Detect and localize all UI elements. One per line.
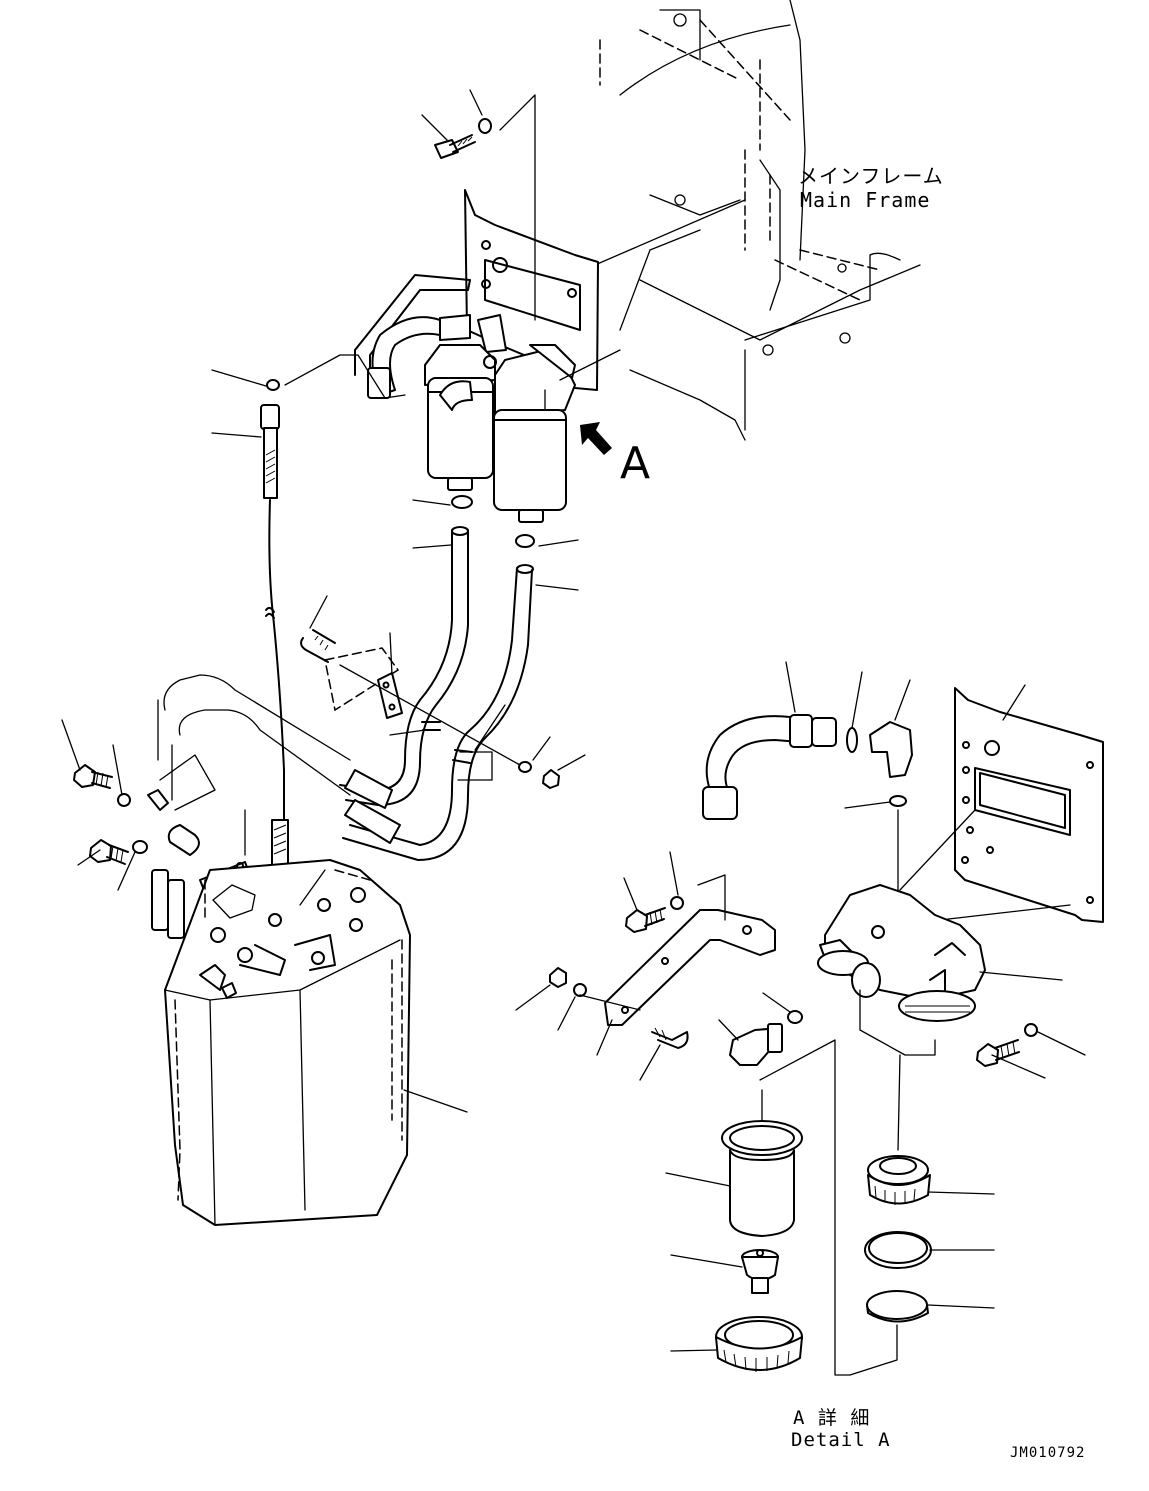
detail-element-and-seals (850, 1156, 994, 1375)
view-arrow-a (580, 422, 612, 455)
level-sensor-rod (212, 355, 405, 910)
detail-right-bolt (977, 1024, 1085, 1078)
detail-label-en: Detail A (791, 1429, 891, 1451)
detail-retaining-ring (671, 1317, 802, 1372)
hose-clip-and-plate (301, 596, 585, 788)
detail-hose-and-elbow (703, 662, 912, 890)
detail-label-jp: A 詳 細 (793, 1407, 871, 1429)
fuel-hoses (158, 496, 534, 860)
dual-fuel-filter (425, 345, 575, 522)
detail-drain-valve (671, 1250, 778, 1293)
detail-bracket (516, 852, 775, 1080)
view-arrow-label: A (620, 438, 651, 489)
detail-filter-head (818, 885, 1062, 1150)
detail-mounting-plate (900, 685, 1103, 922)
drawing-number: JM010792 (1010, 1445, 1086, 1461)
detail-filter-bowl (666, 1090, 802, 1236)
top-bolt-and-washer (422, 90, 535, 320)
misc-leader-lines (413, 350, 620, 590)
main-frame-label-en: Main Frame (800, 188, 931, 212)
main-frame-label-jp: メインフレーム (798, 164, 944, 188)
fuel-tank (165, 860, 467, 1225)
main-frame-outline (595, 0, 920, 440)
detail-elbow-fitting (719, 993, 850, 1375)
top-bracket-and-hose (355, 275, 506, 398)
